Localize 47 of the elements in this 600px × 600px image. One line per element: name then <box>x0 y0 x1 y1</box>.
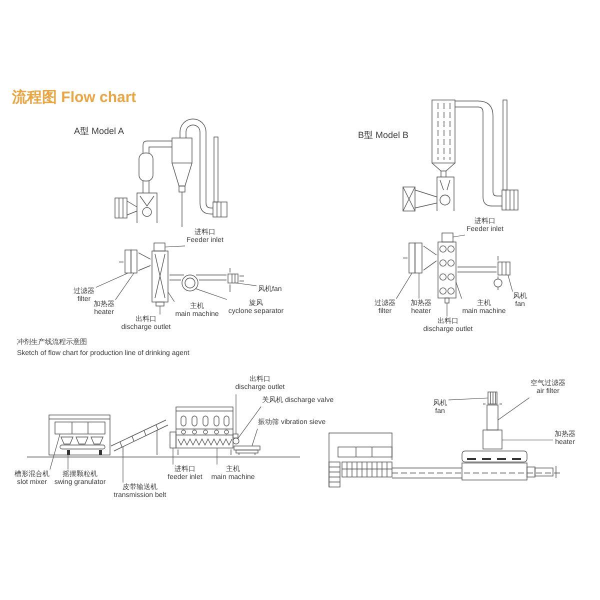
leader-line <box>172 448 174 465</box>
leader-line <box>252 428 258 446</box>
granulator-hoppers <box>60 436 106 455</box>
page-title: 流程图 Flow chart <box>12 89 136 107</box>
outlet-spout <box>232 434 238 438</box>
mixer-trough <box>54 422 106 434</box>
leader-line <box>50 434 60 470</box>
fan-symbol <box>228 274 238 284</box>
leader-line <box>236 282 257 286</box>
outlet-spout <box>156 302 164 306</box>
heater-box <box>414 242 422 274</box>
leader-line <box>122 454 124 483</box>
filter-box <box>408 242 416 274</box>
leader-line <box>446 302 448 317</box>
drawing-caption: B型 Model B <box>358 130 409 141</box>
filter-column <box>486 404 498 430</box>
drying-chamber-housing <box>176 406 234 448</box>
leader-line <box>195 288 228 300</box>
leader-line <box>115 272 134 300</box>
feeder-box <box>442 232 454 242</box>
leader-line <box>456 282 462 299</box>
filter-box <box>124 250 132 274</box>
cyclone-symbol <box>182 274 198 292</box>
leader-line <box>238 406 262 439</box>
leader-line <box>498 397 530 420</box>
drying-column <box>152 250 168 302</box>
heater-box <box>130 250 138 274</box>
outlet-spout <box>444 298 450 304</box>
leader-line <box>396 272 412 299</box>
feeder-box <box>154 242 166 252</box>
leader-line <box>216 448 218 465</box>
drawing-caption: A型 Model A <box>74 126 124 137</box>
fan-symbol <box>488 392 498 404</box>
leader-line <box>448 398 488 400</box>
drying-column <box>438 242 456 298</box>
fan-symbol <box>498 262 510 276</box>
leader-line <box>168 292 175 302</box>
leader-line <box>418 272 420 299</box>
leader-line <box>508 274 513 292</box>
inlet-chute <box>170 432 176 448</box>
leader-line <box>96 272 128 288</box>
inclined-conveyor-belt <box>110 420 168 456</box>
rotary-valve-symbol <box>232 438 240 444</box>
leader-line <box>452 234 466 238</box>
leader-line <box>164 246 186 248</box>
heater-box <box>482 430 502 450</box>
vibrating-sieve <box>234 446 260 456</box>
